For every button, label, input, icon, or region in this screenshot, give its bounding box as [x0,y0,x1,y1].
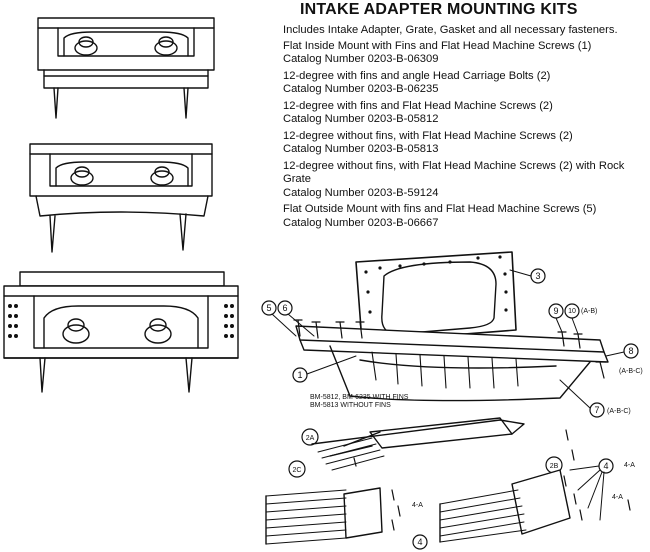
callout-4: 4 [417,537,422,547]
kit-catalog-number: Catalog Number 0203-B-05813 [283,143,439,155]
kit-description: Flat Outside Mount with fins and Flat He… [283,203,597,215]
part-label: 4-A [412,502,423,509]
callout-3: 3 [535,271,540,281]
kit-catalog-number: Catalog Number 0203-B-05812 [283,113,439,125]
callout-8: 8 [628,346,633,356]
callout-2a: 2A [306,435,315,442]
kit-item: 12-degree without fins, with Flat Head M… [283,160,643,201]
part-label: 4-A [624,462,635,469]
kit-item: Flat Inside Mount with Fins and Flat Hea… [283,40,643,67]
kit-catalog-number: Catalog Number 0203-B-06235 [283,83,439,95]
callout-2b: 2B [550,463,559,470]
adapter-flat-inside-illustration [37,17,215,119]
callout-1: 1 [297,370,302,380]
grate-2b-illustration [439,469,571,543]
page-title: INTAKE ADAPTER MOUNTING KITS [300,1,578,18]
kit-catalog-number: Catalog Number 0203-B-06309 [283,53,439,65]
kit-description: 12-degree without fins, with Flat Head M… [283,159,625,186]
kit-item: Flat Outside Mount with fins and Flat He… [283,203,643,230]
model-note: BM-5813 WITHOUT FINS [310,402,391,409]
grate-2a-illustration [311,417,525,471]
adapter-12-degree-illustration [29,143,213,253]
kit-description: Flat Inside Mount with Fins and Flat Hea… [283,39,592,52]
callout-7: 7 [594,405,599,415]
kit-item: 12-degree with fins and angle Head Carri… [283,70,643,97]
kit-item: 12-degree with fins and Flat Head Machin… [283,100,643,127]
adapter-flat-outside-illustration [3,271,239,393]
kit-catalog-number: Catalog Number 0203-B-59124 [283,186,439,199]
callout-5: 5 [266,303,271,313]
callout-10: 10 [568,308,576,315]
kit-description: 12-degree without fins, with Flat Head M… [283,129,573,142]
variant-label: (A-B-C) [607,408,631,415]
callout-4: 4 [603,461,608,471]
callout-9: 9 [553,306,558,316]
callout-2c: 2C [293,467,302,474]
kit-item: 12-degree without fins, with Flat Head M… [283,130,643,157]
variant-label: (A-B) [581,308,597,315]
kit-list: Includes Intake Adapter, Grate, Gasket a… [283,24,643,233]
variant-label: (A-B-C) [619,368,643,375]
kit-description: 12-degree with fins and Flat Head Machin… [283,99,553,112]
callout-6: 6 [282,303,287,313]
kit-catalog-number: Catalog Number 0203-B-06667 [283,216,439,229]
model-note: BM-5812, BM-6235 WITH FINS [310,394,409,401]
kit-description: 12-degree with fins and angle Head Carri… [283,69,551,82]
grate-2c-illustration [265,487,383,545]
part-label: 4-A [612,494,623,501]
exploded-assembly-diagram: 3 5 6 1 7 8 9 10 2A 2B 2C 4 4 (A-B) (A-B… [261,251,643,550]
intro-text: Includes Intake Adapter, Grate, Gasket a… [283,24,618,36]
